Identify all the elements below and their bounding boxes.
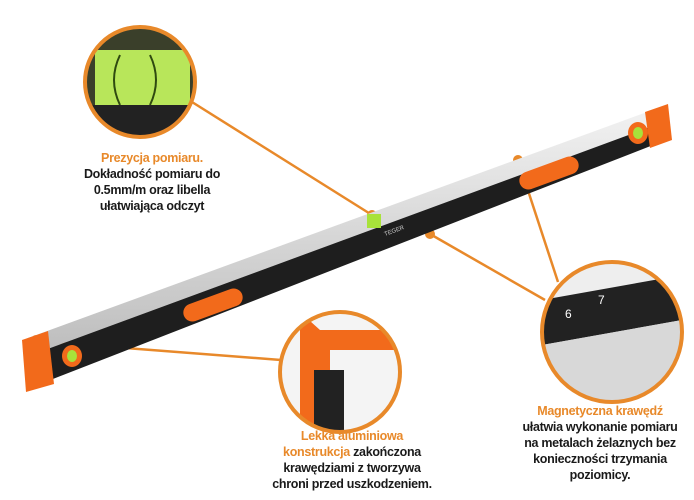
detail-end-cap [280,312,400,432]
callout-title: Magnetyczna krawędź [537,404,663,418]
callout-line: chroni przed uszkodzeniem. [272,477,432,491]
callout-title: Prezycja pomiaru. [101,151,203,165]
end-cap-left [22,331,54,392]
callout-line: ułatwia wykonanie pomiaru [522,420,678,434]
callout-line: poziomicy. [569,468,631,482]
callout-title: konstrukcja [283,445,350,459]
callout-line: 0.5mm/m oraz libella [93,183,211,197]
callout-precision: Prezycja pomiaru. Dokładność pomiaru do … [72,150,232,214]
vial-center [367,214,381,228]
callout-line: na metalach żelaznych bez [524,436,676,450]
callout-magnetic: Magnetyczna krawędź ułatwia wykonanie po… [515,403,685,483]
spirit-level: TEGER [22,104,672,392]
callout-line: krawędziami z tworzywa [283,461,421,475]
detail-vial [85,27,195,137]
callout-title: Lekka aluminiowa [300,429,404,443]
handle-left [183,288,243,322]
end-cap-right [645,104,672,148]
callout-line: Dokładność pomiaru do [83,167,221,181]
callout-line: konieczności trzymania [533,452,667,466]
ruler-digit: 6 [565,307,572,321]
callout-line: zakończona [349,445,421,459]
detail-magnetic-edge: 6 7 [542,262,682,402]
callout-line: ułatwiająca odczyt [99,199,205,213]
handle-right [519,156,579,190]
callout-construction: Lekka aluminiowa konstrukcja zakończona … [262,428,442,492]
ruler-digit: 7 [598,293,605,307]
